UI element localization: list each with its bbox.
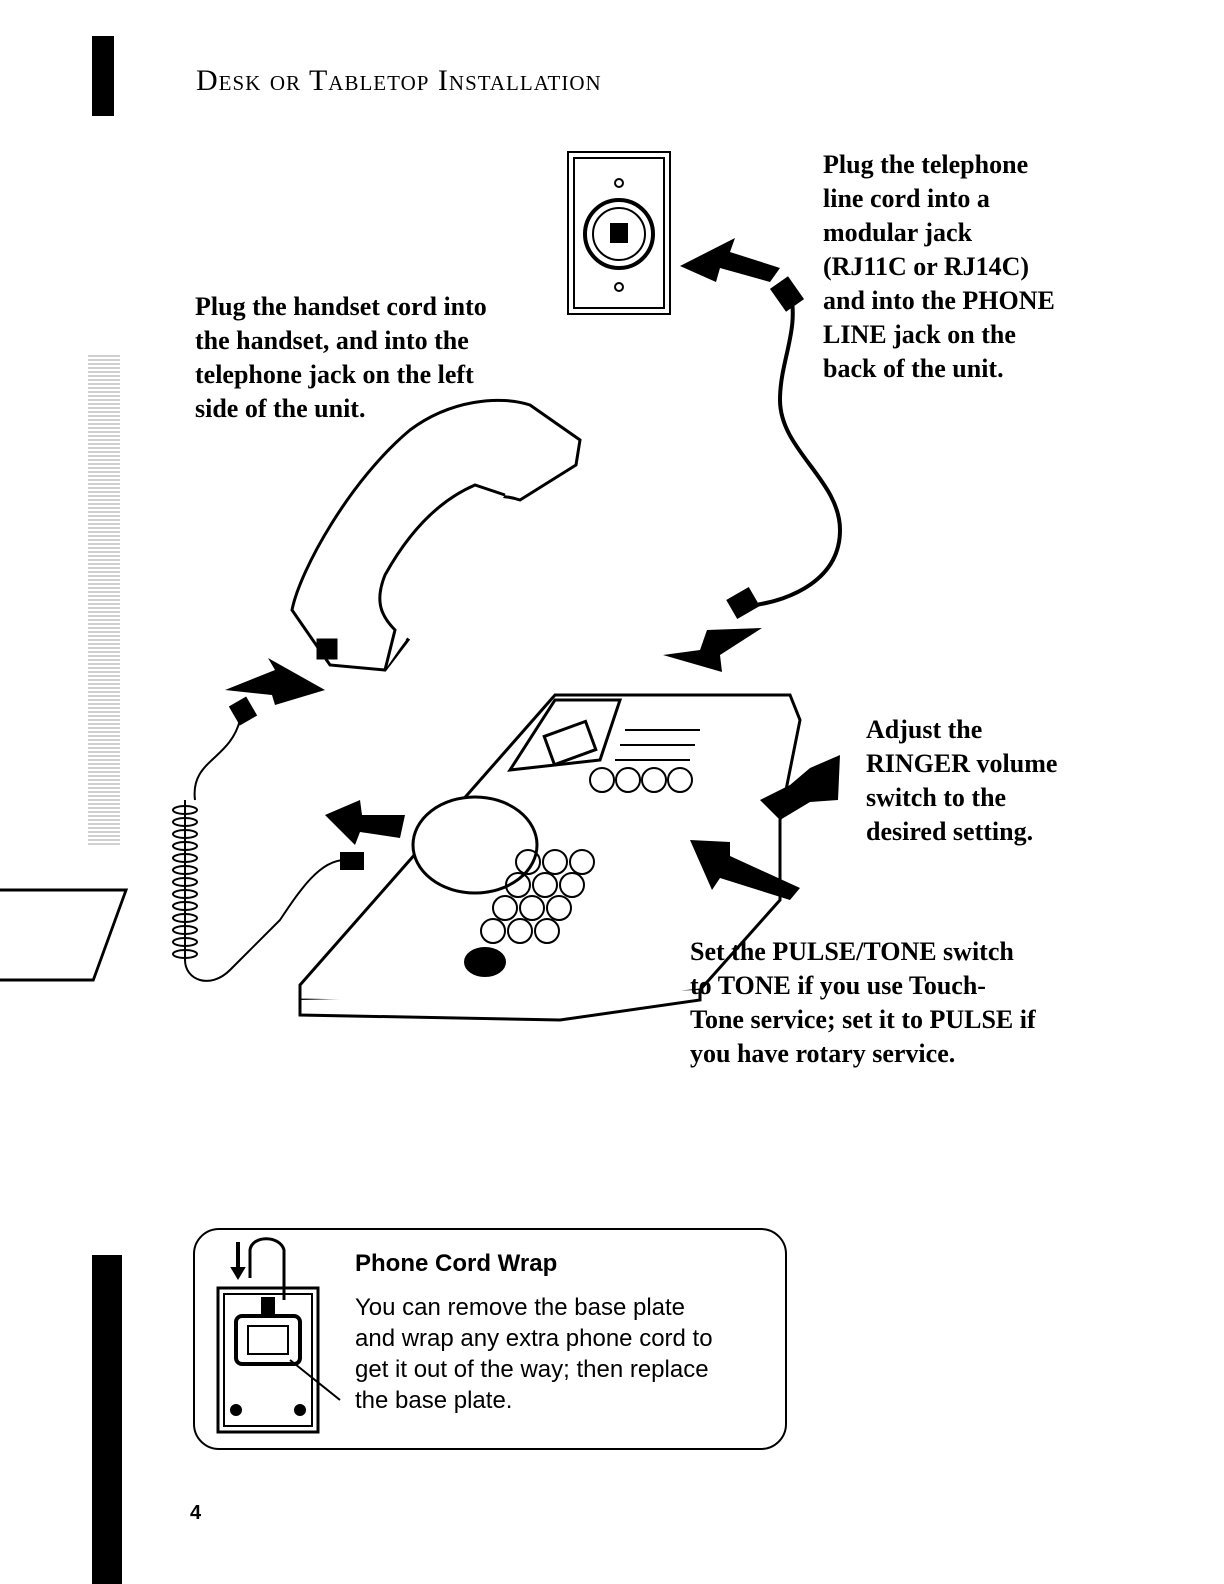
line-cord-instructions: Plug the telephone line cord into a modu…	[823, 150, 1055, 383]
arrow-to-ringer-icon	[760, 755, 840, 820]
keypad-icon	[464, 729, 700, 977]
wall-jack-icon	[567, 151, 671, 315]
ringer-instructions: Adjust the RINGER volume switch to the d…	[866, 715, 1058, 846]
arrow-to-jack-icon	[680, 238, 780, 282]
margin-bar-top	[92, 36, 114, 116]
arrow-to-handset-icon	[225, 658, 325, 705]
cord-wrap-heading: Phone Cord Wrap	[355, 1250, 558, 1277]
arrow-to-back-icon	[663, 628, 762, 672]
coil-loops	[172, 805, 198, 959]
cord-wrap-panel	[193, 1228, 787, 1450]
handset-cord-instructions: Plug the handset cord into the handset, …	[195, 292, 487, 423]
page-number: 4	[190, 1502, 202, 1524]
line-cord-icon	[754, 289, 843, 607]
handset-icon	[290, 398, 582, 672]
arrow-to-pulse-tone-icon	[690, 840, 800, 900]
cord-wrap-text: You can remove the base plate and wrap a…	[355, 1294, 713, 1414]
coiled-cord-icon	[184, 719, 346, 982]
scan-shading	[88, 355, 120, 845]
pulse-tone-instructions: Set the PULSE/TONE switch to TONE if you…	[690, 937, 1036, 1068]
base-plate-icon	[216, 1237, 341, 1434]
margin-bar-bottom	[92, 1255, 122, 1584]
page-title: Desk or Tabletop Installation	[196, 64, 602, 97]
arrow-to-side-jack-icon	[325, 800, 405, 845]
